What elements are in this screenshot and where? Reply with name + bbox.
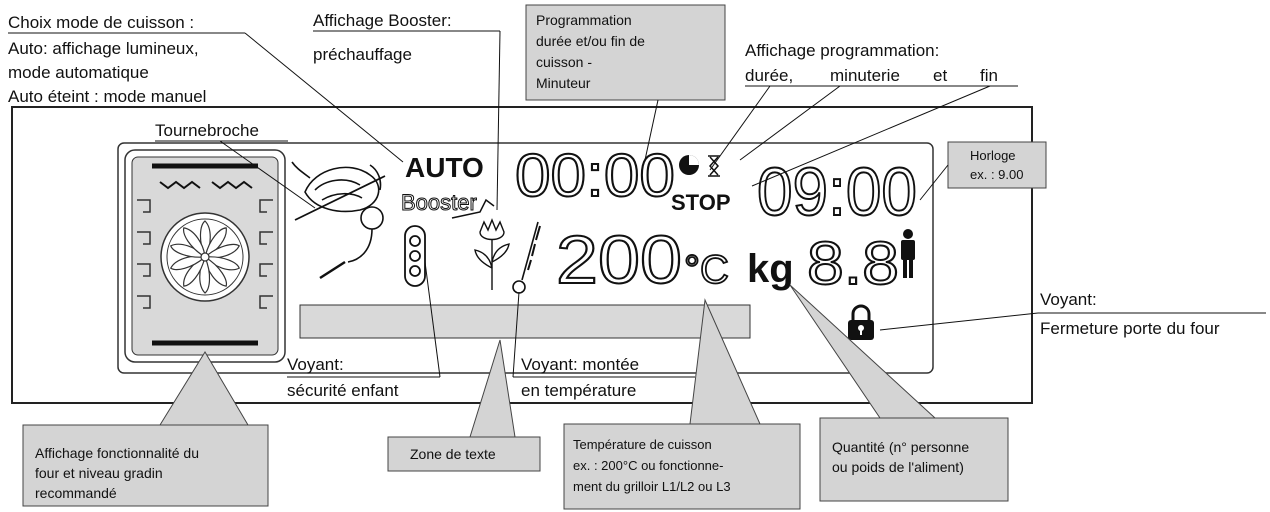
clock-display: 09:00 <box>757 154 917 230</box>
prog-title: Affichage programmation: <box>745 41 939 60</box>
programmation-box <box>525 4 726 101</box>
voyant-porte-line2: Fermeture porte du four <box>1040 319 1220 338</box>
lcd-inner-frame <box>117 142 934 374</box>
voyant-temp-title: Voyant: montée <box>521 355 639 374</box>
thermometer-icon <box>512 221 541 294</box>
quantite-line1: Quantité (n° personne <box>832 439 969 455</box>
booster-indicator: Booster <box>401 190 477 215</box>
voyant-porte-title: Voyant: <box>1040 290 1097 309</box>
weight-display: 8.8 <box>807 230 899 297</box>
fonctionnalite-line2: four et niveau gradin <box>35 465 163 481</box>
horloge-line2: ex. : 9.00 <box>970 167 1023 182</box>
fonctionnalite-line1: Affichage fonctionnalité du <box>35 445 199 461</box>
horloge-box <box>947 141 1047 189</box>
zone-texte-box <box>387 436 541 472</box>
meat-probe-icon <box>319 206 384 280</box>
mode-line2: Auto: affichage lumineux, <box>8 39 199 58</box>
prog-et: et <box>933 66 947 85</box>
programmation-line2: durée et/ou fin de <box>536 33 645 49</box>
temperature-line1: Température de cuisson <box>573 437 712 452</box>
fonctionnalite-line3: recommandé <box>35 485 117 501</box>
fan-hub <box>200 252 210 262</box>
voyant-enfant-line2: sécurité enfant <box>287 381 399 400</box>
leader-lines <box>8 30 1039 378</box>
degree-unit: °C <box>684 248 729 292</box>
horloge-line1: Horloge <box>970 148 1016 163</box>
stop-indicator: STOP <box>671 190 731 215</box>
zone-texte-pointer <box>469 339 516 438</box>
quantite-pointer <box>789 284 937 419</box>
booster-arrow <box>451 198 495 219</box>
lock-icon <box>848 304 874 340</box>
fan-blade <box>183 227 206 259</box>
programmation-line3: cuisson - <box>536 54 592 70</box>
auto-indicator: AUTO <box>405 152 484 183</box>
temperature-line2: ex. : 200°C ou fonctionne- <box>573 458 723 473</box>
temperature-line3: ment du grilloir L1/L2 ou L3 <box>573 479 731 494</box>
person-icon <box>901 229 915 278</box>
booster-line2: préchauffage <box>313 45 412 64</box>
prog-minuterie: minuterie <box>830 66 900 85</box>
hourglass-icon <box>708 155 720 177</box>
mode-line3: mode automatique <box>8 63 149 82</box>
rotisserie-icon <box>291 161 386 221</box>
fonctionnalite-pointer <box>159 351 249 426</box>
flower-icon <box>474 218 510 290</box>
temperature-box <box>563 423 801 510</box>
prog-fin: fin <box>980 66 998 85</box>
temperature-pointer <box>689 298 761 425</box>
display-outer-frame <box>11 106 1033 404</box>
booster-title: Affichage Booster: <box>313 11 452 30</box>
fonctionnalite-box <box>22 424 269 507</box>
programmation-line1: Programmation <box>536 12 632 28</box>
quantite-line2: ou poids de l'aliment) <box>832 459 964 475</box>
duration-display: 00:00 <box>515 142 675 209</box>
tournebroche-label: Tournebroche <box>155 121 259 140</box>
kg-label: kg <box>747 247 794 291</box>
zone-texte-line1: Zone de texte <box>410 446 496 462</box>
voyant-temp-line2: en température <box>521 381 636 400</box>
mode-title: Choix mode de cuisson : <box>8 13 194 32</box>
child-safety-icon <box>404 225 426 287</box>
quantite-box <box>819 417 1009 502</box>
text-zone-bar <box>299 304 751 339</box>
voyant-enfant-title: Voyant: <box>287 355 344 374</box>
oven-function-icon <box>124 149 286 363</box>
temperature-display: 200 <box>556 222 682 298</box>
programmation-line4: Minuteur <box>536 75 591 91</box>
mode-line4: Auto éteint : mode manuel <box>8 87 206 106</box>
timer-dial-icon <box>679 155 699 175</box>
prog-duree: durée, <box>745 66 793 85</box>
